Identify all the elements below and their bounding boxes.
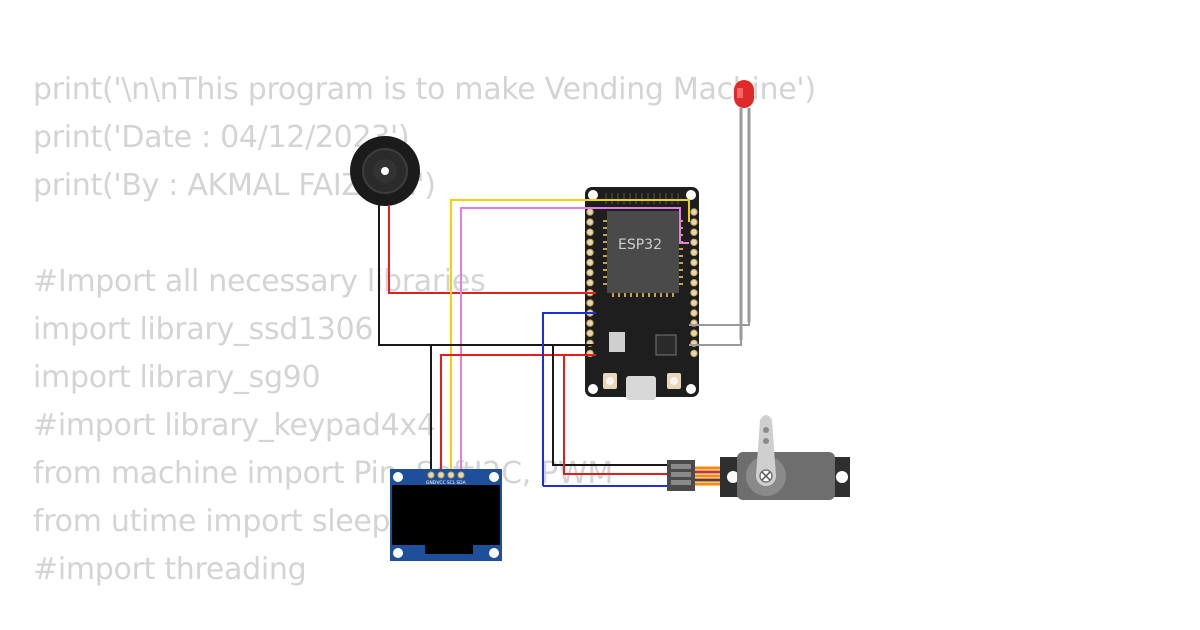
esp32-pin[interactable]	[690, 289, 698, 297]
esp32-board[interactable]: ESP32	[585, 187, 699, 400]
wires	[378, 199, 750, 487]
esp32-pin[interactable]	[690, 349, 698, 358]
code-line: print('\n\nThis program is to make Vendi…	[33, 72, 816, 107]
usb-uart-chip	[655, 334, 677, 356]
esp32-pin[interactable]	[690, 248, 698, 257]
code-line: from utime import sleep	[33, 504, 391, 539]
esp32-pin[interactable]	[690, 208, 698, 216]
oled-pin-label: SCL	[447, 480, 456, 486]
oled-pin-label: GND	[426, 480, 437, 486]
esp32-pin[interactable]	[586, 319, 594, 327]
code-line: import library_sg90	[33, 360, 321, 395]
esp32-pin[interactable]	[586, 248, 594, 257]
esp32-pin[interactable]	[586, 268, 594, 277]
code-line: print('Date : 04/12/2023')	[33, 120, 410, 155]
oled-pin[interactable]	[457, 471, 465, 479]
esp32-pin[interactable]	[690, 279, 698, 287]
buzzer[interactable]	[350, 136, 420, 206]
regulator-chip	[609, 332, 625, 352]
esp32-chip	[607, 211, 679, 293]
esp32-pin[interactable]	[690, 218, 698, 226]
esp32-pin[interactable]	[690, 268, 698, 277]
esp32-pin[interactable]	[586, 299, 594, 307]
code-line: #import threading	[33, 552, 307, 587]
esp32-pin[interactable]	[690, 299, 698, 307]
oled-pin[interactable]	[437, 471, 445, 479]
code-line: print('By : AKMAL FAIZ bin')	[33, 168, 436, 203]
esp32-pin[interactable]	[690, 329, 698, 337]
oled-pin-label: VCC	[436, 480, 445, 486]
oled-screen	[392, 485, 500, 545]
esp32-pin[interactable]	[690, 228, 698, 236]
esp32-label: ESP32	[618, 237, 662, 253]
oled-pin-label: SDA	[456, 480, 466, 486]
esp32-pin[interactable]	[690, 238, 698, 247]
esp32-pin[interactable]	[586, 208, 594, 216]
servo-motor[interactable]	[667, 415, 850, 500]
esp32-pin[interactable]	[586, 329, 594, 337]
code-line: #Import all necessary libraries	[33, 264, 486, 299]
oled-pin[interactable]	[447, 471, 455, 479]
esp32-pin[interactable]	[586, 228, 594, 236]
code-line: import library_ssd1306	[33, 312, 374, 347]
esp32-pin[interactable]	[586, 258, 594, 267]
oled-pin[interactable]	[427, 471, 435, 479]
esp32-pin[interactable]	[586, 218, 594, 226]
esp32-pin[interactable]	[690, 309, 698, 317]
esp32-pin[interactable]	[690, 258, 698, 267]
red-led[interactable]	[734, 80, 754, 340]
usb-port	[626, 376, 656, 400]
esp32-pin[interactable]	[586, 279, 594, 287]
code-editor-background: print('\n\nThis program is to make Vendi…	[33, 66, 816, 594]
esp32-pin[interactable]	[586, 238, 594, 247]
code-line: #import library_keypad4x4	[33, 408, 436, 443]
